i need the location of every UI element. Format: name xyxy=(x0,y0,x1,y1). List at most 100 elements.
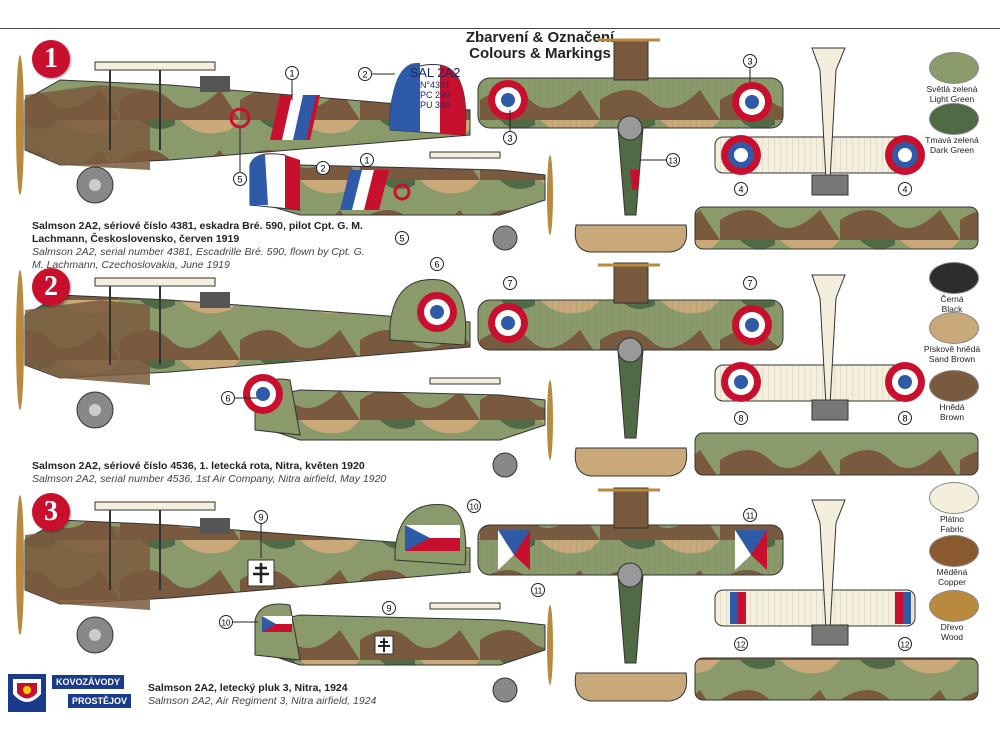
svg-text:2: 2 xyxy=(362,70,367,80)
callout-6a: 6 xyxy=(430,257,444,271)
callout-12a: 12 xyxy=(734,637,748,651)
swatch-en: Light Green xyxy=(929,94,975,104)
swatch-en: Fabric xyxy=(940,524,964,534)
callout-10a: 10 xyxy=(467,499,481,513)
swatch-wood xyxy=(929,590,979,622)
svg-text:9: 9 xyxy=(258,513,263,523)
top-divider-line xyxy=(0,28,1000,29)
svg-text:8: 8 xyxy=(902,414,907,424)
swatch-cz: Hnědá xyxy=(939,402,965,412)
swatch-dark-green xyxy=(929,103,979,135)
scheme1-bottom-view xyxy=(694,47,979,250)
scheme-badge-3: 3 xyxy=(32,493,70,531)
callout-8a: 8 xyxy=(734,411,748,425)
scheme2-bottom-view xyxy=(694,274,979,476)
callout-7a: 7 xyxy=(503,276,517,290)
title-czech: Zbarvení & Označení xyxy=(465,29,615,46)
scheme1-side-view xyxy=(16,55,471,204)
scheme1-top-view xyxy=(477,38,784,253)
scheme2-caption-czech: Salmson 2A2, sériové číslo 4536, 1. lete… xyxy=(32,460,365,472)
scheme2-top-view xyxy=(477,262,784,477)
swatch-label-sand-brown: Pískově hnědá Sand Brown xyxy=(905,344,999,364)
svg-text:6: 6 xyxy=(434,260,439,270)
scheme1-fin-markings: SAL 2A2 N°4381 PC 290 PU 340 xyxy=(405,65,465,111)
svg-text:8: 8 xyxy=(738,414,743,424)
callout-13: 13 xyxy=(640,153,680,167)
swatch-label-copper: Měděná Copper xyxy=(905,567,999,587)
title-english: Colours & Markings xyxy=(469,45,611,62)
callout-9a: 9 xyxy=(254,510,268,558)
callout-4b: 4 xyxy=(898,182,912,196)
svg-text:4: 4 xyxy=(902,185,907,195)
swatch-label-brown: Hnědá Brown xyxy=(905,402,999,422)
swatch-copper xyxy=(929,535,979,567)
svg-text:5: 5 xyxy=(399,234,404,244)
scheme2-caption: Salmson 2A2, sériové číslo 4536, 1. lete… xyxy=(32,460,412,486)
swatch-label-light-green: Světlá zelená Light Green xyxy=(905,84,999,104)
callout-10b: 10 xyxy=(219,615,258,629)
callout-4a: 4 xyxy=(734,182,748,196)
scheme-badge-2: 2 xyxy=(32,268,70,306)
swatch-black xyxy=(929,262,979,294)
fin-serial: N°4381 xyxy=(419,80,451,90)
swatch-en: Dark Green xyxy=(930,145,974,155)
scheme3-top-view xyxy=(477,487,784,702)
scheme3-small-side-view xyxy=(254,602,553,703)
svg-text:12: 12 xyxy=(737,641,746,650)
svg-text:5: 5 xyxy=(237,175,242,185)
callout-5b: 5 xyxy=(395,231,409,245)
svg-text:1: 1 xyxy=(364,156,369,166)
fin-line1: PC 290 xyxy=(419,90,451,100)
scheme3-side-view xyxy=(16,495,471,654)
kovozavody-logo: KOVOZÁVODY PROSTĚJOV xyxy=(8,672,158,722)
svg-text:2: 2 xyxy=(320,164,325,174)
swatch-en: Sand Brown xyxy=(928,354,976,364)
swatch-cz: Dřevo xyxy=(940,622,964,632)
svg-text:13: 13 xyxy=(669,157,678,166)
svg-text:10: 10 xyxy=(470,503,479,512)
logo-line1: KOVOZÁVODY xyxy=(52,675,125,689)
svg-text:7: 7 xyxy=(507,279,512,289)
page-title: Zbarvení & Označení Colours & Markings xyxy=(440,30,640,62)
callout-3a: 3 xyxy=(503,110,517,145)
svg-text:10: 10 xyxy=(222,619,231,628)
callout-2a: 2 xyxy=(358,67,395,81)
swatch-cz: Měděná xyxy=(936,567,968,577)
swatch-light-green xyxy=(929,52,979,84)
logo-line2: PROSTĚJOV xyxy=(68,694,132,708)
swatch-cz: Pískově hnědá xyxy=(923,344,981,354)
scheme1-caption-english: Salmson 2A2, serial number 4381, Escadri… xyxy=(32,246,365,271)
scheme1-caption: Salmson 2A2, sériové číslo 4381, eskadra… xyxy=(32,220,377,272)
swatch-fabric xyxy=(929,482,979,514)
scheme-badge-1: 1 xyxy=(32,40,70,78)
swatch-en: Black xyxy=(941,304,963,314)
callout-11a: 11 xyxy=(531,583,545,597)
scheme3-caption-english: Salmson 2A2, Air Regiment 3, Nitra airfi… xyxy=(148,695,377,707)
scheme3-bottom-view xyxy=(694,499,979,701)
fin-line2: PU 340 xyxy=(419,100,451,110)
swatch-cz: Světlá zelená xyxy=(926,84,978,94)
svg-text:7: 7 xyxy=(747,279,752,289)
callout-6b: 6 xyxy=(221,391,258,405)
svg-text:12: 12 xyxy=(901,641,910,650)
logo-emblem xyxy=(8,674,46,712)
swatch-cz: Černá xyxy=(940,294,964,304)
callout-3b: 3 xyxy=(743,54,757,82)
swatch-label-fabric: Plátno Fabric xyxy=(905,514,999,534)
swatch-cz: Tmavá zelená xyxy=(925,135,979,145)
scheme2-side-view xyxy=(16,270,471,429)
callout-1b: 1 xyxy=(360,153,374,167)
scheme1-caption-czech: Salmson 2A2, sériové číslo 4381, eskadra… xyxy=(32,220,363,245)
scheme1-small-side-view xyxy=(249,151,553,251)
scheme3-caption-czech: Salmson 2A2, letecký pluk 3, Nitra, 1924 xyxy=(148,682,348,694)
scheme3-caption: Salmson 2A2, letecký pluk 3, Nitra, 1924… xyxy=(148,682,448,708)
svg-text:11: 11 xyxy=(746,512,755,521)
swatch-label-dark-green: Tmavá zelená Dark Green xyxy=(905,135,999,155)
fin-code: SAL 2A2 xyxy=(409,65,461,80)
scheme2-small-side-view xyxy=(243,374,553,478)
swatch-sand-brown xyxy=(929,312,979,344)
swatch-en: Brown xyxy=(939,412,965,422)
callout-1a: 1 xyxy=(285,66,299,100)
swatch-cz: Plátno xyxy=(939,514,965,524)
